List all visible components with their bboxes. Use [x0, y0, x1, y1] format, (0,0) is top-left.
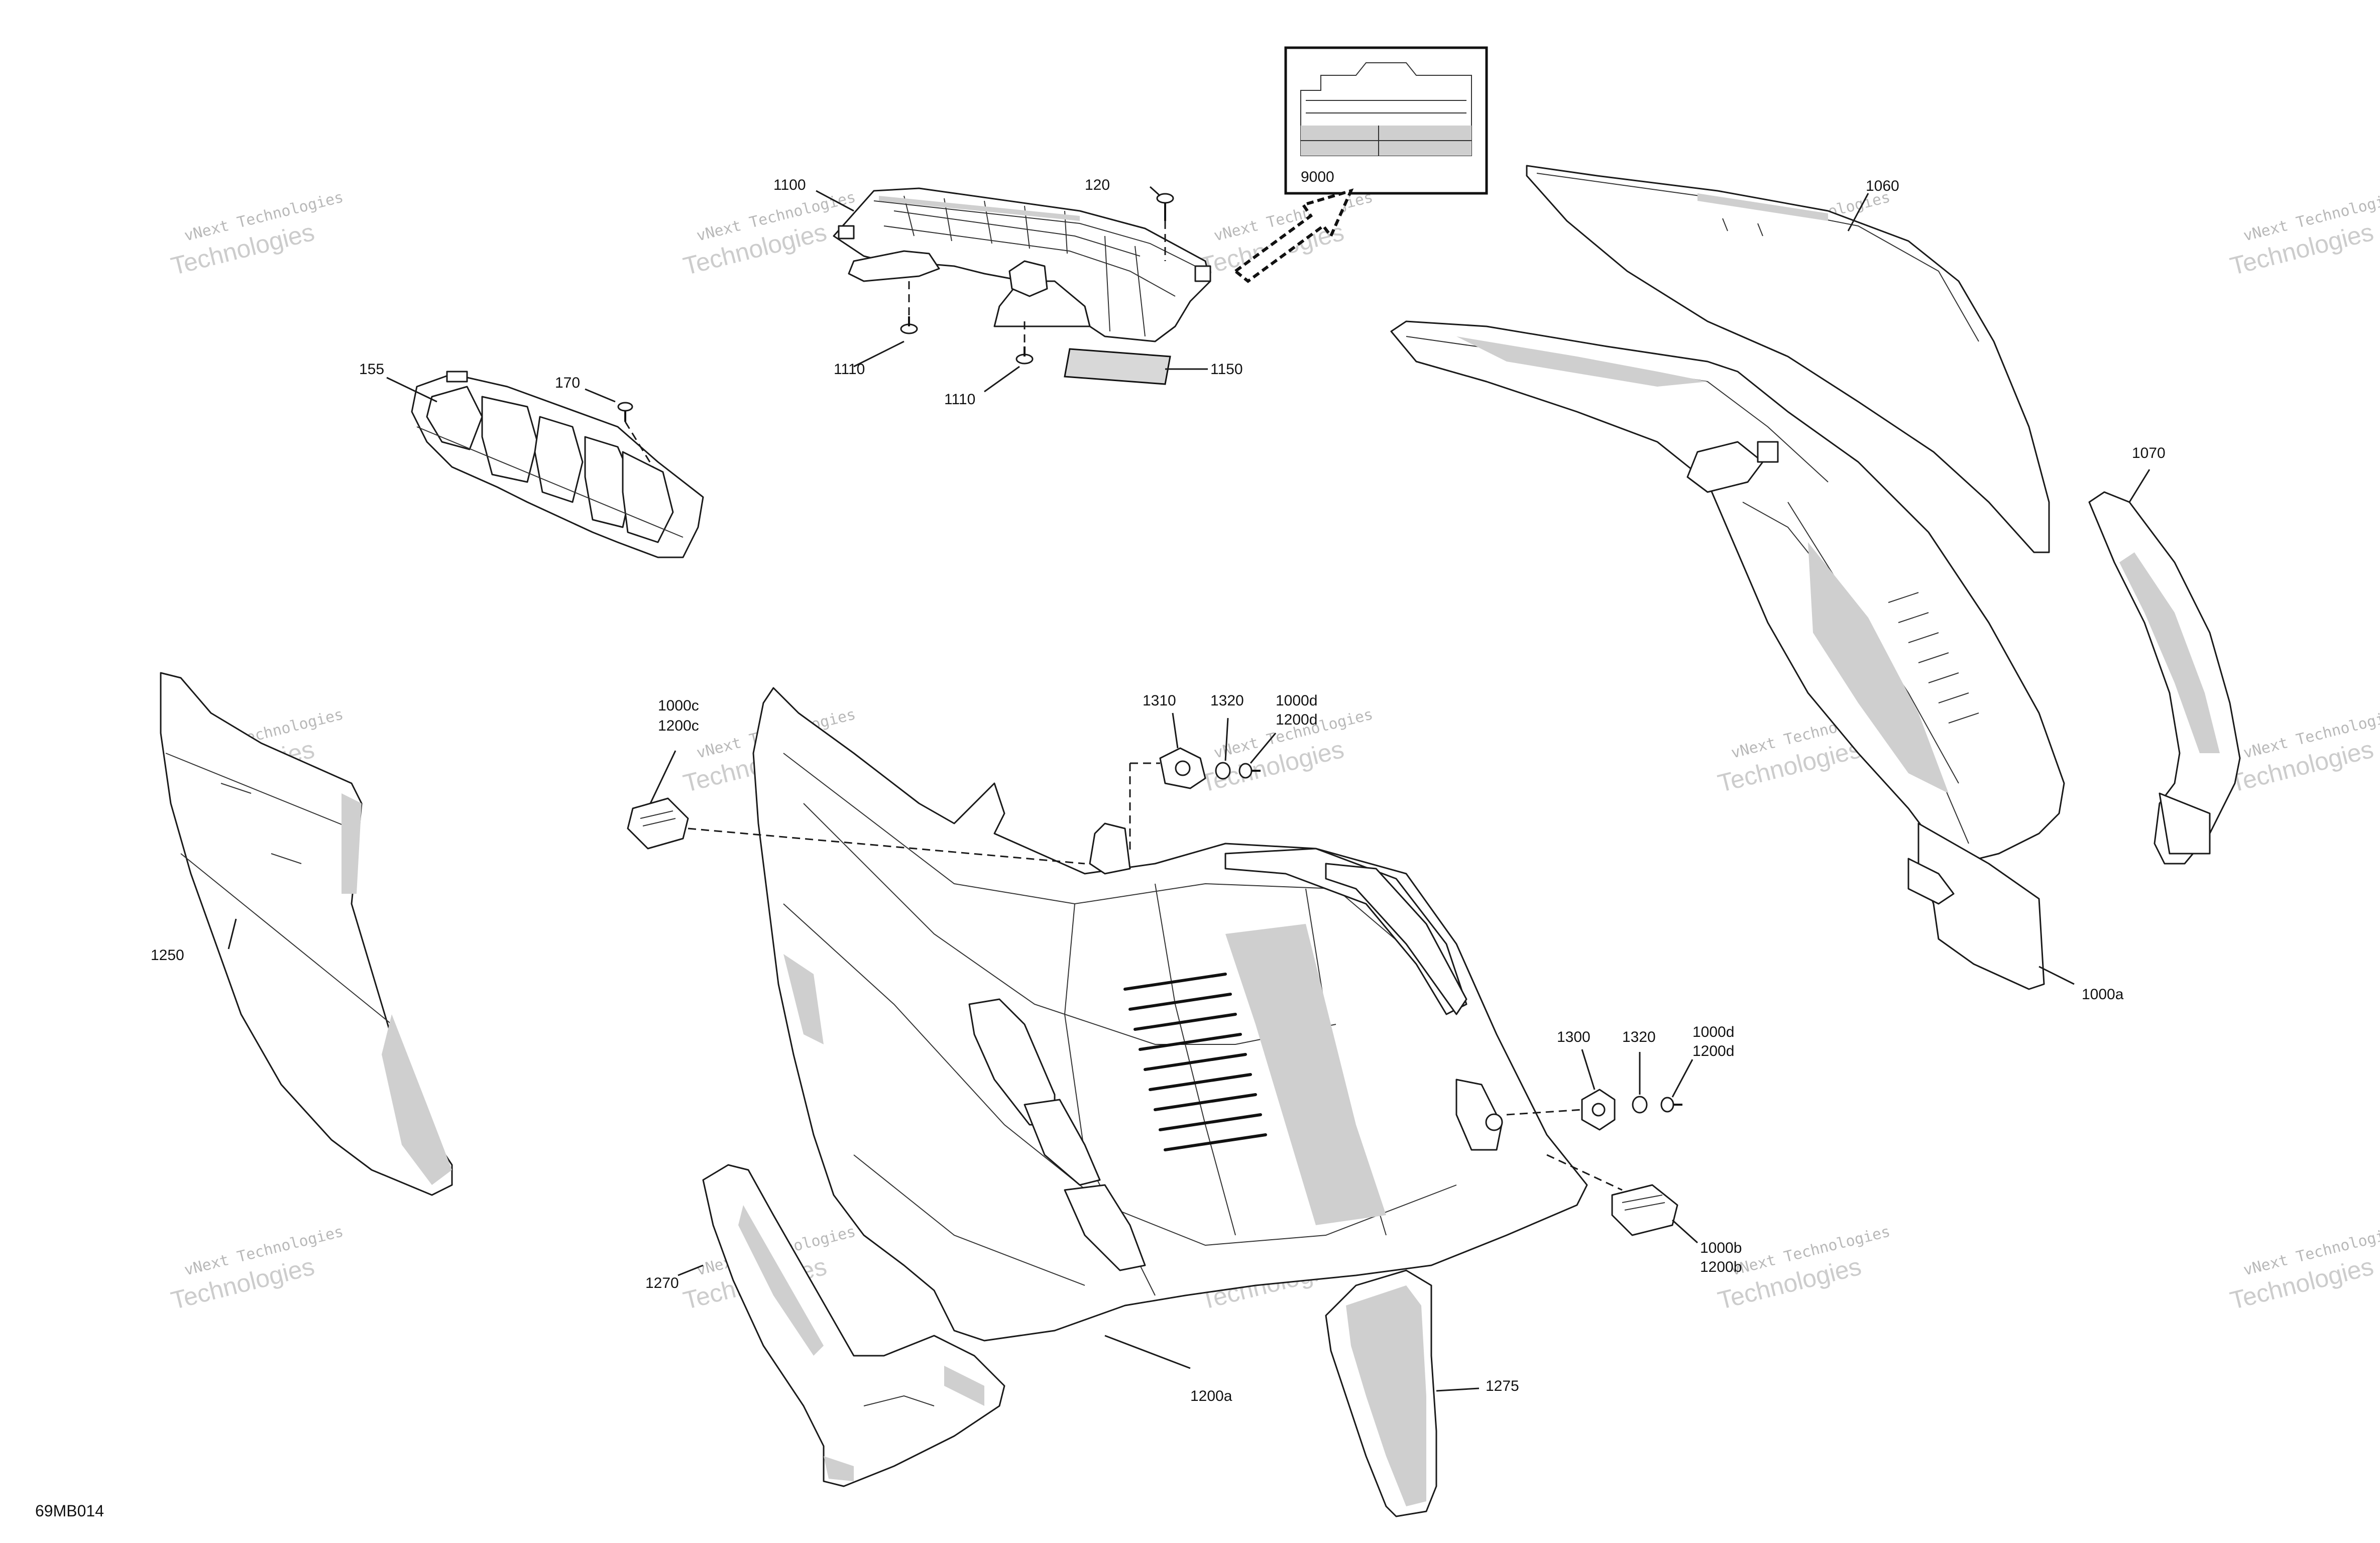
part-1150-pad[interactable] [1064, 348, 1171, 385]
callout-1200c: 1200c [658, 718, 699, 734]
part-1275-lower-trim[interactable] [1325, 1269, 1437, 1517]
callout-1110-a: 1110 [834, 361, 865, 378]
callout-1000a: 1000a [2082, 986, 2124, 1003]
part-120-screw[interactable] [1156, 193, 1174, 221]
part-1060-windshield[interactable] [1526, 165, 2050, 553]
callout-1000d-a: 1000d [1276, 692, 1317, 709]
part-1320-washer-b[interactable] [1632, 1096, 1648, 1114]
callout-1320-a: 1320 [1210, 692, 1244, 709]
part-1000c-clip[interactable] [627, 797, 689, 850]
watermark: vNext Technologies Technologies [2227, 705, 2380, 797]
watermark: vNext Technologies Technologies [2227, 1223, 2380, 1315]
part-1070-side-trim[interactable] [2088, 491, 2241, 865]
callout-1200d-b: 1200d [1692, 1043, 1734, 1059]
leader-lines [228, 186, 2150, 1392]
callout-1270: 1270 [645, 1275, 679, 1291]
part-1000b-clip[interactable] [1611, 1184, 1678, 1236]
part-1300-grommet[interactable] [1581, 1089, 1616, 1131]
callout-1275: 1275 [1486, 1378, 1519, 1394]
callout-155: 155 [359, 361, 384, 378]
part-1110-screw-a[interactable] [900, 316, 918, 334]
part-1000d-screw-b[interactable] [1660, 1097, 1682, 1113]
callout-1000c: 1000c [658, 697, 699, 714]
callout-1300: 1300 [1557, 1029, 1591, 1045]
part-1270-lower-trim[interactable] [702, 1164, 1005, 1487]
part-1100-upper-console[interactable] [833, 187, 1211, 342]
callout-1070: 1070 [2132, 445, 2166, 461]
part-9000-arrow [1233, 188, 1354, 283]
callout-labels: 120 1100 1110 1110 1150 9000 1060 155 17… [151, 169, 2166, 1404]
callout-1320-b: 1320 [1622, 1029, 1656, 1045]
callout-1310: 1310 [1143, 692, 1176, 709]
part-170-screw[interactable] [617, 402, 633, 422]
callout-1150: 1150 [1210, 361, 1243, 378]
watermark: vNext Technologies Technologies [2227, 188, 2380, 280]
part-1000a-front-fairing[interactable] [1390, 320, 2065, 990]
callout-1060: 1060 [1866, 178, 1899, 194]
callout-170: 170 [555, 375, 580, 391]
part-1310-grommet[interactable] [1159, 747, 1206, 789]
callout-1110-b: 1110 [944, 391, 975, 408]
watermark: vNext Technologies Technologies [168, 188, 346, 280]
part-1250-left-panel[interactable] [160, 672, 453, 1196]
part-1320-washer-a[interactable] [1215, 762, 1231, 780]
leader-dash [624, 421, 654, 467]
callout-9000: 9000 [1301, 169, 1334, 185]
callout-1100: 1100 [773, 177, 806, 193]
leader-dash [1546, 1154, 1623, 1191]
part-1200a-side-panel[interactable] [752, 687, 1588, 1342]
watermark: vNext Technologies Technologies [168, 1223, 346, 1315]
callout-1200b: 1200b [1700, 1259, 1742, 1275]
callout-1200d-a: 1200d [1276, 711, 1317, 728]
callout-1250: 1250 [151, 947, 184, 964]
part-9000-label-box[interactable] [1284, 46, 1488, 195]
callout-1200a: 1200a [1190, 1388, 1232, 1404]
part-1000d-screw-a[interactable] [1238, 763, 1261, 779]
part-1110-screw-b[interactable] [1015, 346, 1034, 365]
callout-1000d-b: 1000d [1692, 1024, 1734, 1040]
drawing-code: 69MB014 [35, 1502, 104, 1520]
callout-1000b: 1000b [1700, 1240, 1742, 1256]
part-155-gauge-cluster[interactable] [411, 371, 704, 558]
callout-120: 120 [1085, 177, 1110, 193]
leader-dash [688, 827, 1085, 865]
